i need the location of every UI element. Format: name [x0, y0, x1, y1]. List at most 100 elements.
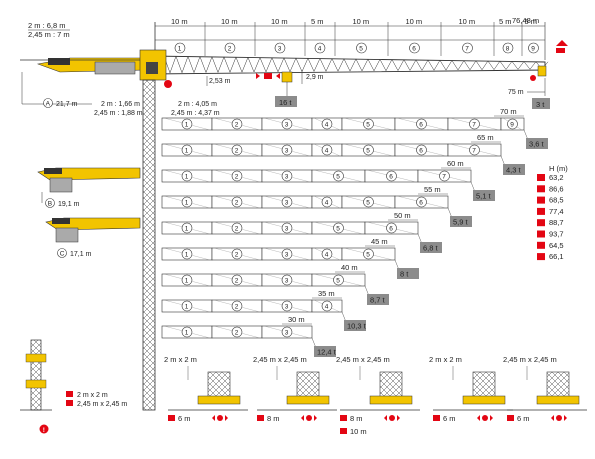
height-icon — [537, 174, 545, 181]
base-size: 2 m x 2 m — [429, 355, 462, 364]
config-reach: 70 m — [500, 107, 517, 116]
base-configurations: 2 m x 2 m6 m2,45 m x 2,45 m8 m2,45 m x 2… — [164, 355, 587, 436]
base-dim: 6 m — [517, 414, 530, 423]
section-id: 9 — [510, 122, 514, 129]
dim-2-53: 2,53 m — [209, 78, 231, 85]
section-id: 4 — [325, 200, 329, 207]
segment-id: 8 — [506, 46, 510, 53]
config-reach: 55 m — [424, 185, 441, 194]
info-icon — [39, 424, 49, 434]
section-id: 6 — [389, 174, 393, 181]
section-marker — [231, 300, 243, 312]
config-reach: 35 m — [318, 289, 335, 298]
base-dim: 6 m — [443, 414, 456, 423]
main-jib-truss — [149, 55, 549, 75]
tip-load: 3 t — [536, 100, 545, 109]
mast-2m-icon — [66, 391, 73, 397]
section-marker — [181, 274, 193, 286]
base-dim-icon — [340, 415, 347, 421]
section-marker — [416, 144, 427, 156]
section-id: 5 — [366, 252, 370, 259]
base-dim-icon — [168, 415, 175, 421]
segment-length: 10 m — [459, 17, 476, 26]
section-id: 1 — [185, 200, 189, 207]
section-id: 3 — [285, 200, 289, 207]
config-reach: 45 m — [371, 237, 388, 246]
section-id: 2 — [235, 122, 239, 129]
base-dim-icon — [257, 415, 264, 421]
height-icon — [537, 230, 545, 238]
section-id: 3 — [285, 330, 289, 337]
section-id: 3 — [285, 304, 289, 311]
section-marker — [281, 326, 293, 338]
section-marker — [363, 248, 374, 260]
config-load: 8,7 t — [370, 296, 386, 305]
height-icon — [537, 207, 545, 215]
ce-b-1: 2 m : 4,05 m — [178, 101, 217, 108]
top-dimension-lines — [154, 22, 546, 60]
variant-b-length: 19,1 m — [58, 201, 80, 208]
section-marker — [231, 222, 243, 234]
segment-id: 2 — [228, 46, 232, 53]
section-marker — [281, 300, 293, 312]
section-marker — [321, 144, 333, 156]
section-id: 6 — [419, 200, 423, 207]
segment-marker — [224, 42, 236, 54]
segment-length: 5 m — [525, 17, 538, 26]
segment-id: 6 — [412, 46, 416, 53]
section-marker — [231, 326, 243, 338]
height-legend: 63,286,668,577,488,793,764,566,1 — [537, 173, 564, 261]
segment-marker — [174, 42, 186, 54]
section-id: 5 — [366, 122, 370, 129]
config-reach: 60 m — [447, 159, 464, 168]
section-id: 5 — [366, 148, 370, 155]
section-id: 5 — [336, 174, 340, 181]
height-value: 68,5 — [549, 196, 564, 205]
section-id: 2 — [235, 304, 239, 311]
base-size: 2,45 m x 2,45 m — [253, 355, 307, 364]
section-marker — [386, 222, 397, 234]
config-reach: 40 m — [341, 263, 358, 272]
variant-c: C 17,1 m — [45, 217, 141, 258]
config-load: 8 t — [400, 270, 409, 279]
counter-jib — [20, 57, 150, 75]
max-load: 16 t — [279, 98, 292, 107]
height-value: 86,6 — [549, 184, 564, 193]
config-load-box — [344, 320, 366, 331]
svg-text:!: ! — [43, 427, 45, 434]
section-marker — [281, 274, 293, 286]
segment-id: 3 — [278, 46, 282, 53]
section-marker — [333, 170, 344, 182]
section-marker — [281, 222, 293, 234]
section-id: 2 — [235, 252, 239, 259]
jib-tip — [527, 40, 568, 96]
section-marker — [181, 196, 193, 208]
slewing-unit — [139, 49, 172, 88]
config-load: 6,8 t — [423, 244, 439, 253]
segment-length: 10 m — [171, 17, 188, 26]
segment-id: 1 — [178, 46, 182, 53]
section-id: 5 — [366, 200, 370, 207]
section-marker — [181, 118, 193, 130]
config-load-box — [526, 138, 548, 149]
center-dot-icon — [556, 415, 562, 421]
mast-legend-1: 2 m x 2 m — [77, 392, 108, 399]
config-load-box — [397, 268, 419, 279]
dim-2-9: 2,9 m — [306, 74, 324, 81]
section-marker — [321, 196, 333, 208]
section-marker — [231, 170, 243, 182]
segment-marker — [502, 42, 514, 54]
variant-a-length: 21,7 m — [56, 101, 78, 108]
base-dim: 8 m — [267, 414, 280, 423]
section-id: 3 — [285, 252, 289, 259]
center-dot-icon — [306, 415, 312, 421]
section-marker — [321, 248, 333, 260]
base-dim: 8 m — [350, 414, 363, 423]
segment-marker — [409, 42, 420, 54]
section-id: 6 — [419, 122, 423, 129]
config-load: 10,3 t — [347, 322, 367, 331]
segment-marker — [462, 42, 473, 54]
base-dim2-icon — [340, 428, 347, 434]
section-id: 7 — [472, 122, 476, 129]
